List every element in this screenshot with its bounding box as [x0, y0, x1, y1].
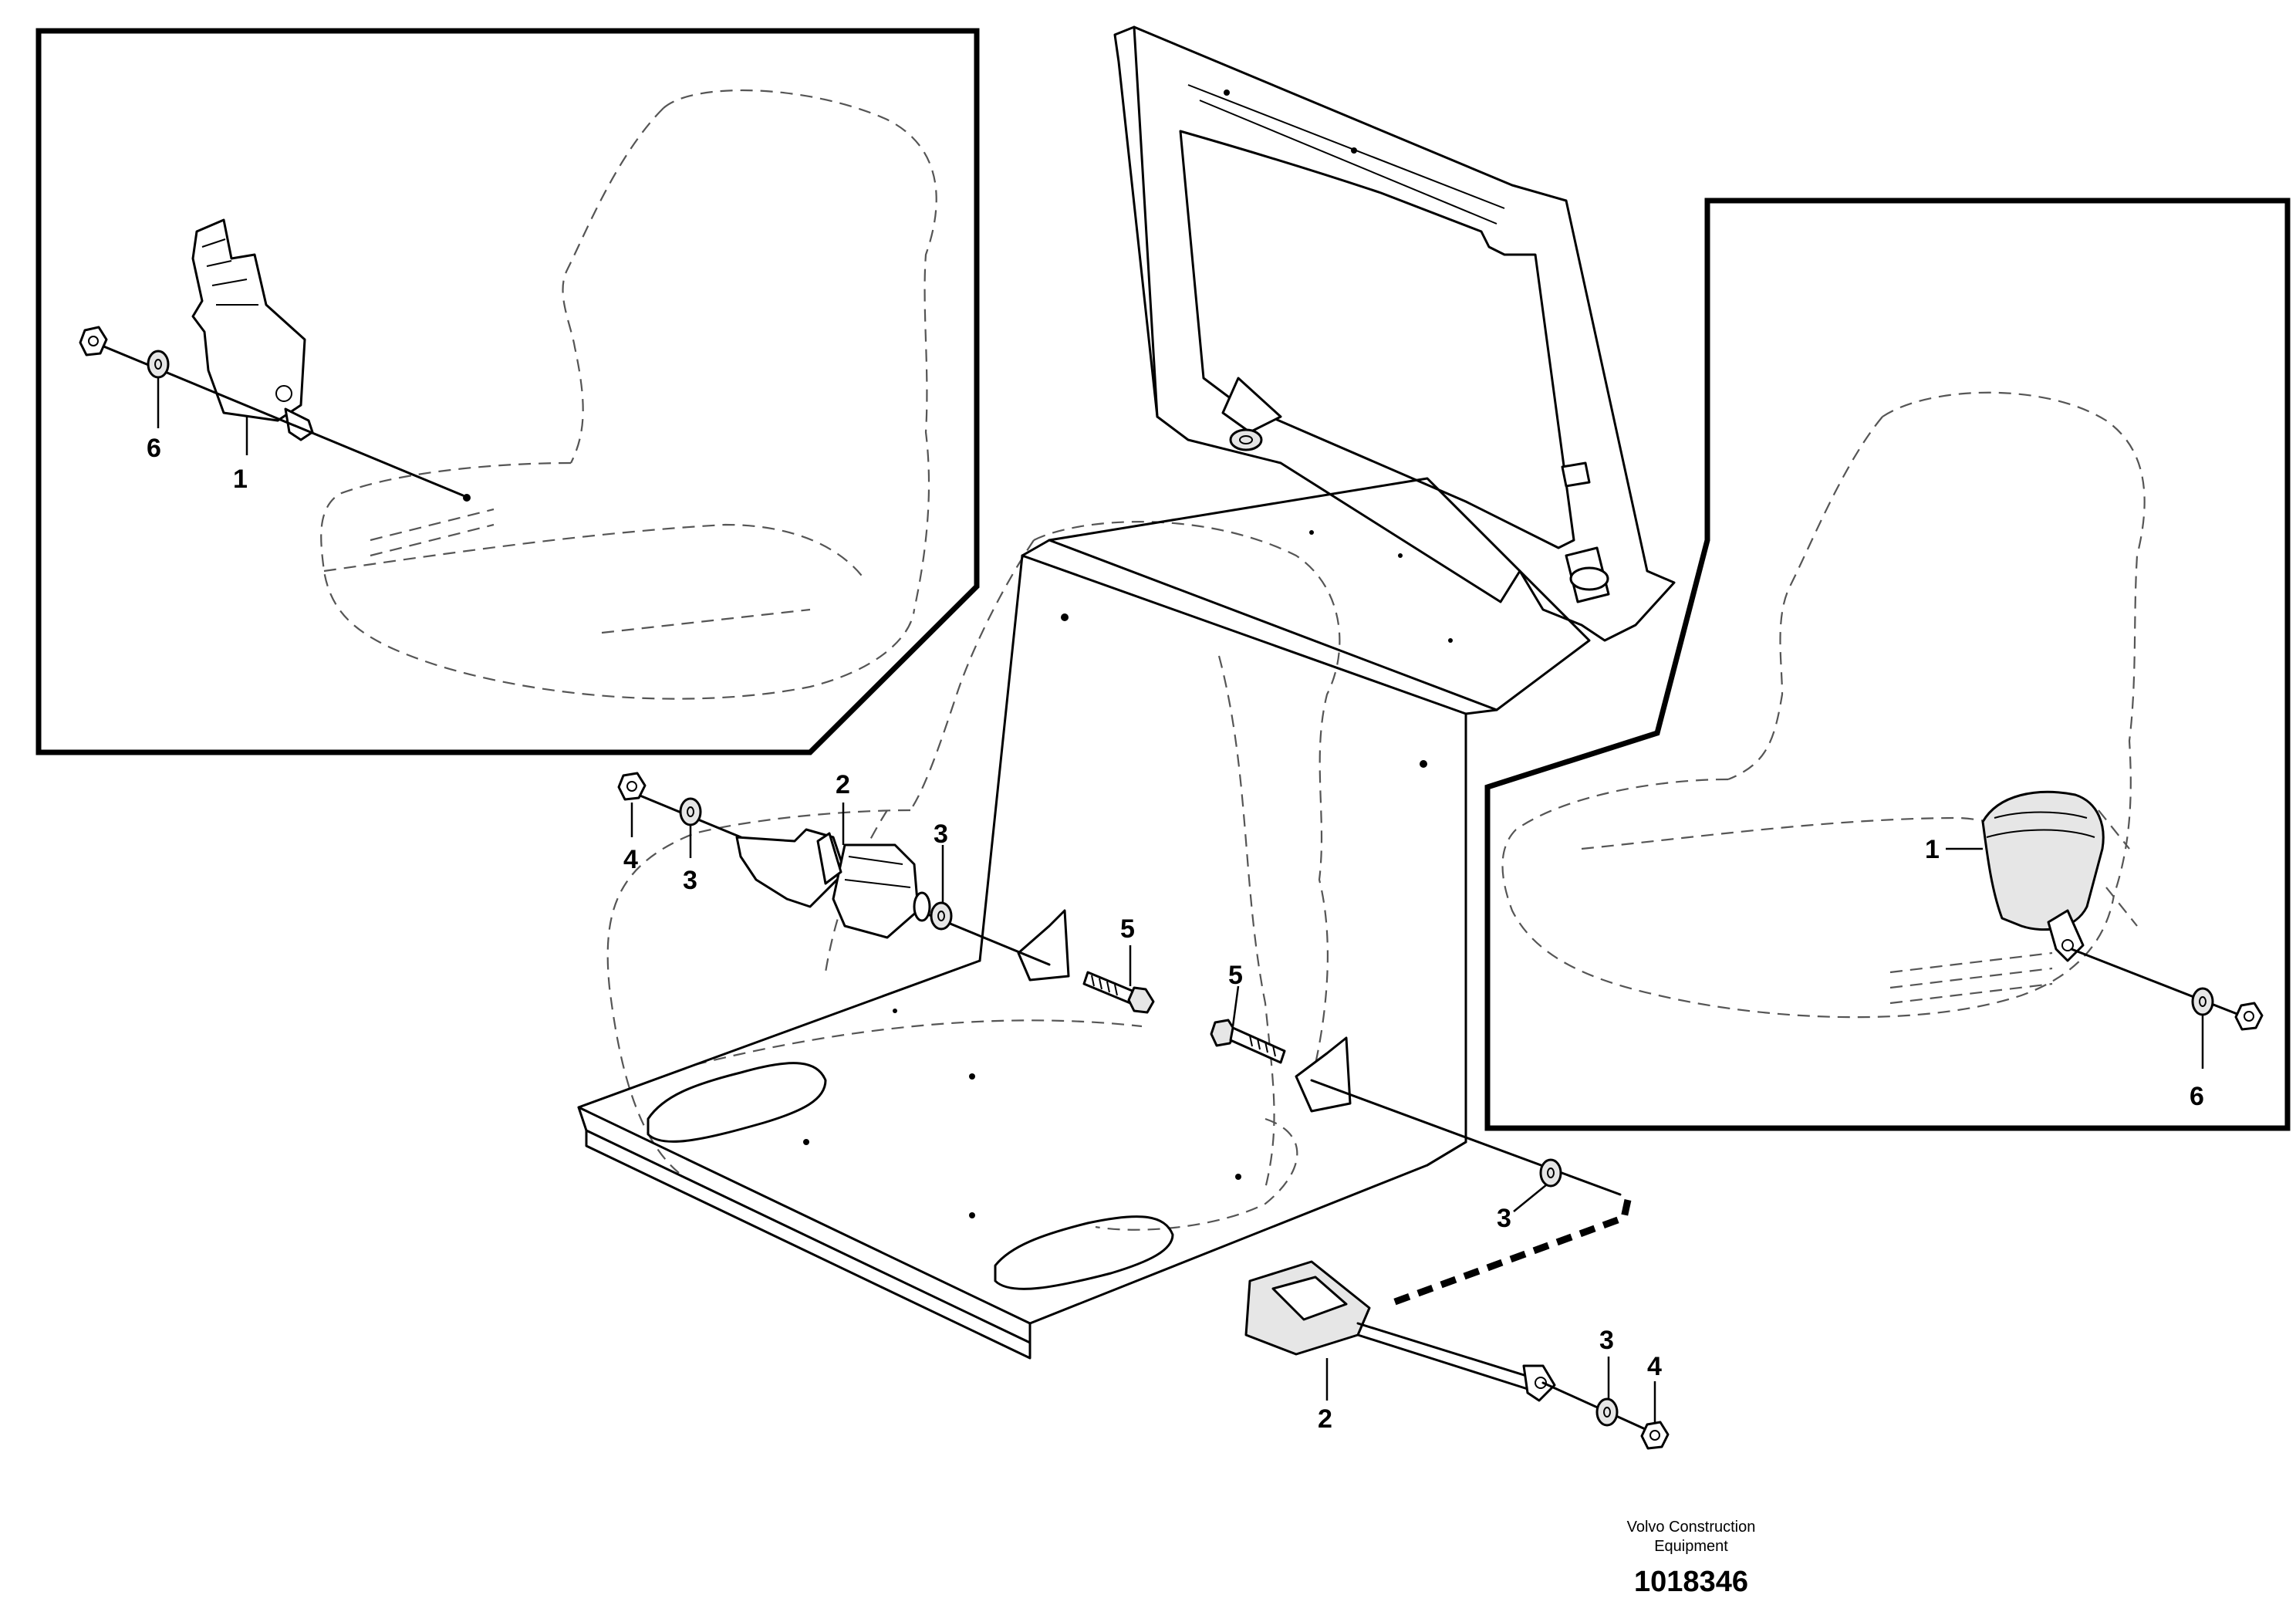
main-fastener-axis-lower — [1310, 1079, 1622, 1196]
main-assembly: 2 4 3 3 5 5 3 2 3 4 — [577, 25, 1676, 1450]
seatbelt-retractor-left — [191, 218, 314, 441]
footer-company-line2: Equipment — [1654, 1538, 1728, 1555]
callout-main-5-b: 5 — [1228, 961, 1243, 990]
seat-back-frame — [1113, 25, 1676, 642]
inset-right-fastener-axis — [2070, 948, 2250, 1020]
inset-left-seat-outline — [320, 89, 937, 700]
seat-mount-plate — [577, 477, 1591, 1360]
callout-main-3-bottom: 3 — [1599, 1326, 1614, 1355]
nut-right — [2234, 1002, 2264, 1031]
callout-inset-right-6: 6 — [2190, 1082, 2204, 1111]
callout-inset-right-1: 1 — [1925, 835, 1940, 864]
seatbelt-retractor-right — [1981, 790, 2105, 962]
washer-3-mid — [930, 901, 953, 931]
inset-right-seat-outline — [1501, 391, 2146, 1019]
buckle-lower — [1244, 1260, 1556, 1402]
footer-company-line1: Volvo Construction — [1627, 1519, 1756, 1536]
footer: Volvo Construction Equipment 1018346 — [1627, 1519, 1756, 1598]
bolt-5-b — [1210, 1019, 1286, 1064]
inset-right-frame — [1484, 198, 2291, 1131]
inset-left: 6 1 — [35, 28, 980, 755]
callout-main-5-a: 5 — [1120, 914, 1135, 944]
buckle-upper — [735, 828, 931, 939]
bracket-left — [1017, 909, 1070, 982]
washer-3-bottom — [1595, 1397, 1619, 1427]
washer-left — [147, 350, 170, 379]
nut-left — [79, 326, 108, 357]
nut-4-bottom — [1640, 1421, 1670, 1450]
callout-main-2-bottom: 2 — [1318, 1404, 1332, 1434]
callout-main-4-bottom: 4 — [1647, 1352, 1662, 1381]
washer-3-right — [1539, 1158, 1562, 1188]
washer-3-left — [679, 797, 702, 826]
bolt-5-a — [1082, 971, 1155, 1014]
inset-right: 1 6 — [1484, 198, 2291, 1131]
washer-right — [2191, 987, 2214, 1016]
callout-main-3-right: 3 — [1497, 1204, 1511, 1233]
callout-main-2-top: 2 — [836, 770, 850, 799]
callout-inset-left-1: 1 — [233, 465, 248, 494]
callout-main-3-left: 3 — [683, 866, 697, 895]
seat-hole-left — [463, 494, 471, 502]
callout-main-3-mid: 3 — [934, 819, 948, 849]
callout-inset-left-6: 6 — [147, 434, 161, 463]
drawing-number: 1018346 — [1634, 1566, 1748, 1598]
bracket-right — [1295, 1036, 1352, 1113]
nut-4-left — [617, 772, 647, 801]
callout-main-4-left: 4 — [623, 845, 638, 874]
belt-routing-dashed — [1387, 1199, 1632, 1308]
main-seat-outline — [606, 521, 1341, 1231]
inset-left-frame — [35, 28, 980, 755]
